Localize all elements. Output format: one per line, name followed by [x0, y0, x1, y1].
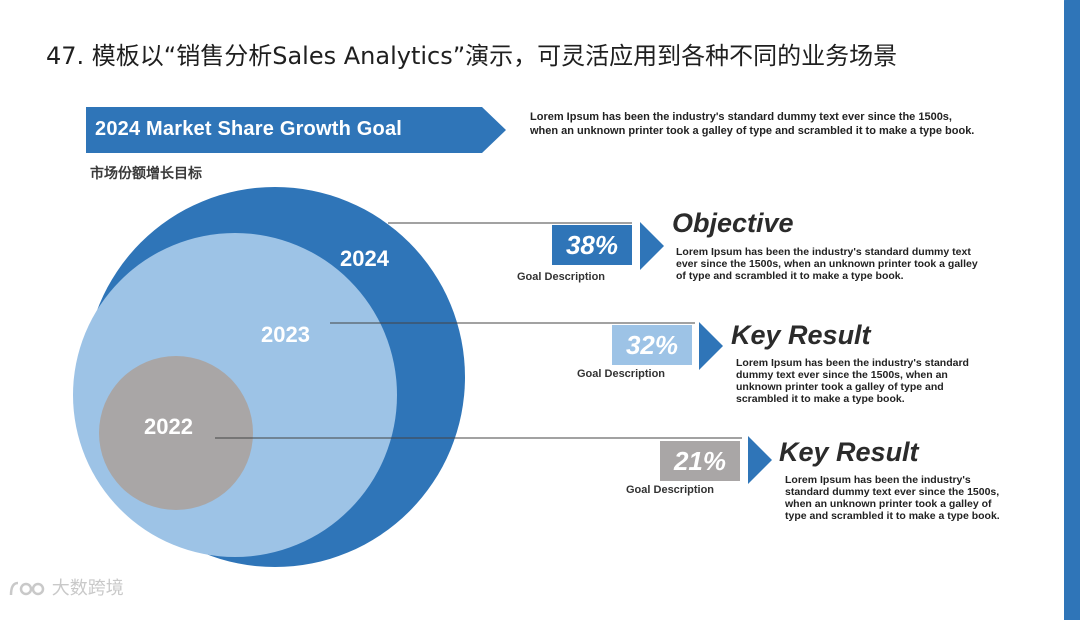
goal-description-1: Goal Description	[517, 271, 606, 283]
watermark-text: 大数跨境	[51, 578, 124, 599]
year-label-2022: 2022	[144, 414, 193, 439]
item-description-1: Lorem Ipsum has been the industry's stan…	[676, 246, 978, 282]
year-label-2023: 2023	[261, 322, 310, 347]
item-description-3: Lorem Ipsum has been the industry's stan…	[785, 474, 1000, 522]
goal-description-3: Goal Description	[626, 484, 715, 496]
slide-title: 47. 模板以“销售分析Sales Analytics”演示，可灵活应用到各种不…	[46, 42, 898, 70]
watermark: 大数跨境	[8, 574, 124, 600]
percent-box-2: 32%	[612, 325, 692, 365]
percent-box-1: 38%	[552, 225, 632, 265]
goal-description-2: Goal Description	[577, 368, 666, 380]
circle-2022	[99, 356, 253, 510]
watermark-logo-icon	[9, 581, 45, 596]
chevron-right-icon	[748, 436, 772, 484]
chevron-right-icon	[640, 222, 664, 270]
item-title-objective: Objective	[672, 208, 794, 238]
right-accent-inner	[1030, 0, 1064, 620]
banner-description: Lorem Ipsum has been the industry's stan…	[530, 111, 975, 137]
banner-arrow-shape	[86, 107, 506, 153]
goal-banner: 2024 Market Share Growth Goal	[86, 107, 506, 153]
percent-box-3: 21%	[660, 441, 740, 481]
item-title-key-result-1: Key Result	[731, 320, 871, 350]
chevron-right-icon	[699, 322, 723, 370]
item-title-key-result-2: Key Result	[779, 437, 919, 467]
item-description-2: Lorem Ipsum has been the industry's stan…	[736, 357, 969, 405]
subtitle-cn: 市场份额增长目标	[90, 166, 202, 182]
banner-title: 2024 Market Share Growth Goal	[95, 118, 403, 140]
year-label-2024: 2024	[340, 246, 389, 271]
